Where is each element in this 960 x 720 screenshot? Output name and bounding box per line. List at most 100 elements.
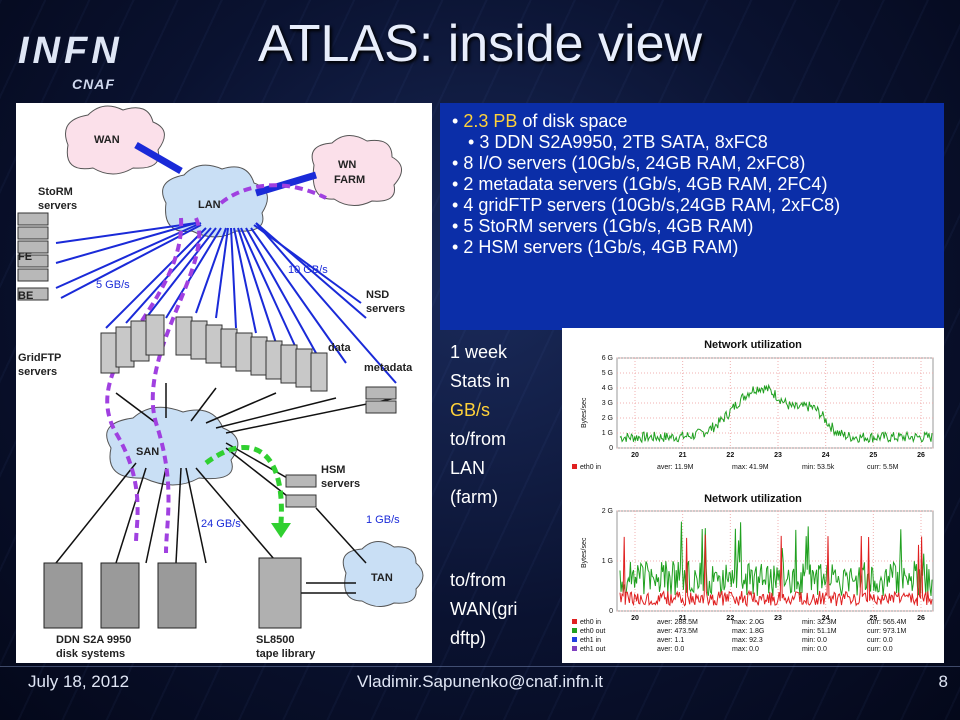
y-tick-label: 0 [609,445,613,452]
label-lan: LAN [198,199,221,211]
wan-cloud [65,105,165,175]
legend-swatch [572,637,577,642]
legend-text: max: 92.3 [732,637,763,644]
stats-line-4: to/from [450,429,507,449]
legend-text: min: 0.0 [802,637,827,644]
chart1-title: Network utilization [704,339,802,351]
legend-text: curr: 5.5M [867,464,899,471]
label-gridftp-servers: servers [18,366,57,378]
infn-logo: INFN CNAF [10,18,160,98]
legend-text: max: 41.9M [732,464,769,471]
label-24gbs: 24 GB/s [201,518,241,530]
label-storm: StoRM [38,186,73,198]
label-san: SAN [136,446,159,458]
x-tick-label: 25 [869,452,877,459]
slide-title: ATLAS: inside view [257,15,703,73]
wan-line-1: to/from [450,570,507,590]
wan-lan-link [134,141,183,175]
legend-text: aver: 288.5M [657,619,698,626]
legend-text: aver: 1.1 [657,637,684,644]
legend-text: max: 2.0G [732,619,764,626]
stats-line-1: 1 week [450,342,508,362]
metadata-servers [365,386,397,414]
y-tick-label: 2 G [602,508,613,515]
spec-item: • 8 I/O servers (10Gb/s, 24GB RAM, 2xFC8… [452,153,806,173]
label-gridftp: GridFTP [18,352,61,364]
label-5gbs: 5 GB/s [96,279,130,291]
wn-farm-cloud [311,135,402,206]
spec-item: • 3 DDN S2A9950, 2TB SATA, 8xFC8 [468,132,768,152]
footer-page-number: 8 [938,672,948,691]
label-ddn-disk: disk systems [56,648,125,660]
spec-item: • 5 StoRM servers (1Gb/s, 4GB RAM) [452,216,754,236]
legend-swatch [572,619,577,624]
spec-item: • 4 gridFTP servers (10Gb/s,24GB RAM, 2x… [452,195,841,215]
nsd-servers [175,316,328,392]
x-tick-label: 25 [869,615,877,622]
green-flow-arrowhead [271,523,291,538]
specs-panel: • 2.3 PB of disk space• 3 DDN S2A9950, 2… [440,103,944,330]
legend-text: curr: 0.0 [867,637,893,644]
y-tick-label: 1 G [602,558,613,565]
y-tick-label: 0 [609,608,613,615]
legend-text: aver: 473.5M [657,628,698,635]
wan-line-2: WAN(gri [450,599,518,619]
chart2-eth0-out-line [619,521,933,597]
label-wan: WAN [94,134,120,146]
architecture-diagram: WAN LAN WN FARM StoRM servers FE BE 5 GB… [16,103,432,663]
purple-flow-2 [150,217,202,554]
x-tick-label: 20 [631,615,639,622]
gridftp-servers [100,314,165,374]
y-tick-label: 2 G [602,415,613,422]
x-tick-label: 24 [822,615,830,622]
label-farm: FARM [334,174,365,186]
label-1gbs: 1 GB/s [366,514,400,526]
specs-list: • 2.3 PB of disk space• 3 DDN S2A9950, 2… [440,103,944,258]
x-tick-label: 22 [726,452,734,459]
y-tick-label: 3 G [602,400,613,407]
legend-text: max: 1.8G [732,628,764,635]
purple-flow-3 [219,183,327,205]
san-links [55,383,397,594]
legend-text: eth1 out [580,646,605,653]
legend-text: curr: 565.4M [867,619,906,626]
footer-divider [0,666,960,667]
legend-text: min: 0.0 [802,646,827,653]
legend-text: aver: 11.9M [657,464,694,471]
chart2-ylabel: Bytes/sec [581,537,588,568]
spec-item: • 2 HSM servers (1Gb/s, 4GB RAM) [452,237,739,257]
label-nsd-servers: servers [366,303,405,315]
x-tick-label: 23 [774,615,782,622]
x-tick-label: 21 [679,615,687,622]
legend-text: min: 53.5k [802,464,835,471]
legend-text: min: 51.1M [802,628,837,635]
x-tick-label: 20 [631,452,639,459]
x-tick-label: 26 [917,452,925,459]
stats-line-3: GB/s [450,400,491,420]
x-tick-label: 21 [679,452,687,459]
logo-sub-text: CNAF [72,76,115,92]
x-tick-label: 23 [774,452,782,459]
stats-line-5: LAN [450,458,486,478]
footer-date: July 18, 2012 [28,672,130,691]
label-nsd: NSD [366,289,389,301]
stats-line-6: (farm) [450,487,498,507]
legend-swatch [572,628,577,633]
y-tick-label: 6 G [602,355,613,362]
hsm-server-boxes [285,474,317,508]
ddn-disk-systems [43,562,197,629]
tan-cloud [342,541,424,607]
x-tick-label: 26 [917,615,925,622]
wan-line-3: dftp) [450,628,487,648]
green-flow [204,445,284,524]
legend-swatch [572,646,577,651]
label-hsm-servers: servers [321,478,360,490]
label-tan: TAN [371,572,393,584]
y-tick-label: 4 G [602,385,613,392]
spec-item: • 2.3 PB of disk space [452,111,628,131]
spec-item: • 2 metadata servers (1Gb/s, 4GB RAM, 2F… [452,174,828,194]
